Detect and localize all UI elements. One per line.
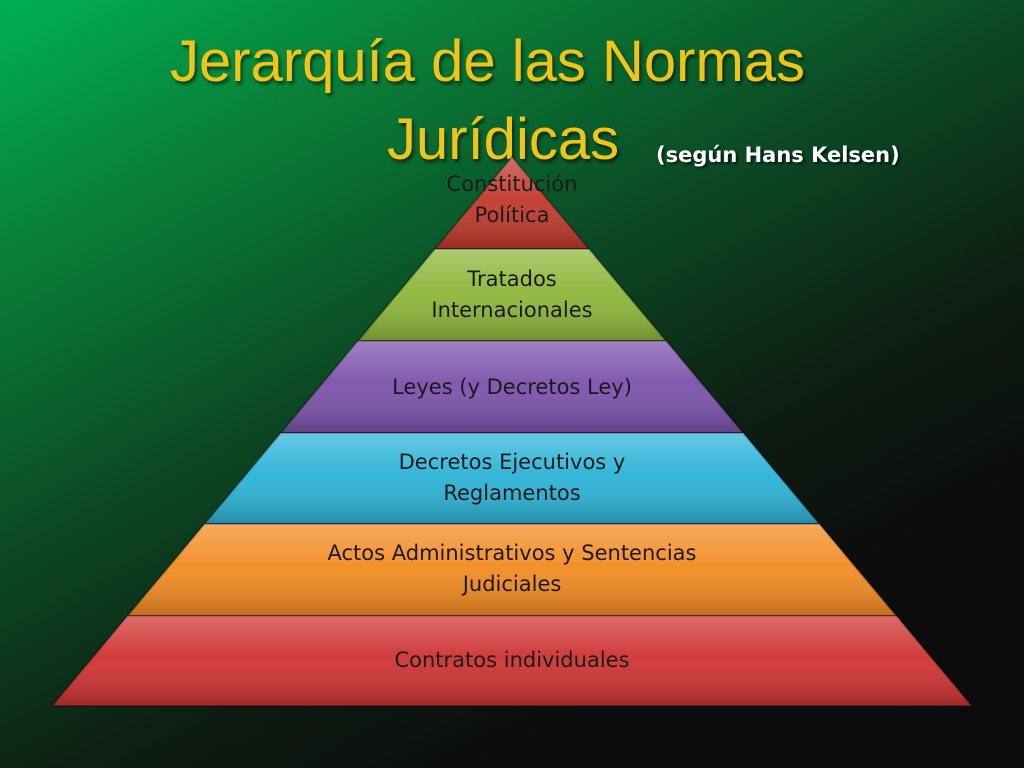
- slide-subtitle: (según Hans Kelsen): [656, 143, 900, 167]
- tier-label-decretos: Decretos Ejecutivos y Reglamentos: [212, 447, 812, 509]
- tier-label-actos: Actos Administrativos y Sentencias Judic…: [212, 538, 812, 600]
- tier-label-line-1: Actos Administrativos y Sentencias: [327, 541, 697, 565]
- tier-label-constitucion: Constitución Política: [212, 169, 812, 231]
- tier-constitucion-shading: [434, 157, 590, 249]
- slide-title-line-1: Jerarquía de las Normas: [170, 29, 806, 94]
- tier-label-line-2: Política: [474, 203, 550, 227]
- tier-leyes-shading: [280, 341, 744, 433]
- tier-label-line-1: Tratados: [467, 267, 557, 291]
- tier-label-line-1: Leyes (y Decretos Ley): [392, 374, 632, 399]
- tier-label-line-1: Decretos Ejecutivos y: [398, 450, 626, 474]
- tier-label-line-1: Contratos individuales: [394, 647, 630, 672]
- slide-title-line-2: Jurídicas: [387, 107, 620, 172]
- tier-contratos-shading: [52, 616, 972, 706]
- tier-label-contratos: Contratos individuales: [212, 645, 812, 676]
- tier-actos-shading: [127, 524, 897, 616]
- tier-label-line-1: Constitución: [446, 172, 578, 196]
- tier-label-tratados: Tratados Internacionales: [212, 264, 812, 326]
- tier-label-leyes: Leyes (y Decretos Ley): [212, 372, 812, 403]
- tier-label-line-2: Internacionales: [431, 298, 593, 322]
- tier-decretos-shading: [204, 433, 820, 524]
- tier-label-line-2: Reglamentos: [443, 481, 581, 505]
- tier-label-line-2: Judiciales: [462, 572, 562, 596]
- tier-tratados-shading: [357, 249, 667, 341]
